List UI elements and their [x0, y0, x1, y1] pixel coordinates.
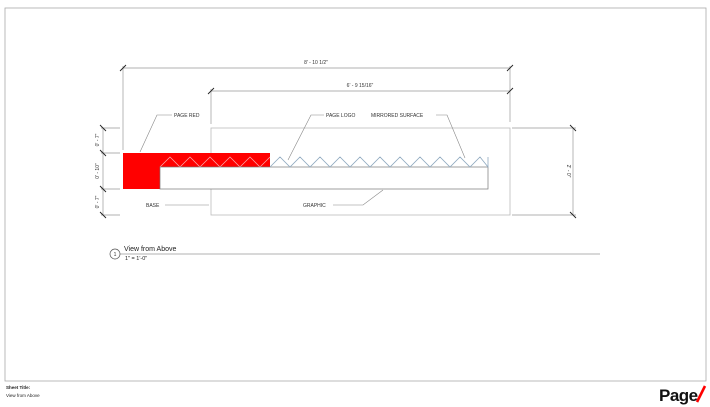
callout-graphic: GRAPHIC — [303, 189, 384, 209]
page-logo-label: PAGE LOGO — [326, 113, 355, 119]
left-top-label: 0' - 7" — [95, 133, 101, 146]
left-middle-label: 0' - 10" — [95, 163, 101, 179]
sheet-title-value: View from Above — [6, 393, 40, 398]
dimension-left-stack: 0' - 7" 0' - 10" 0' - 7" — [95, 124, 120, 219]
base-label: BASE — [146, 203, 160, 209]
sheet-title-label: Sheet Title: — [6, 385, 31, 390]
height-label: 2' - 0" — [565, 165, 571, 178]
svg-text:Page: Page — [659, 386, 698, 405]
dimension-inner-width: 6' - 9 15/16" — [207, 83, 514, 124]
view-number: 1 — [114, 252, 117, 258]
page-red-label: PAGE RED — [174, 113, 200, 119]
red-logo-zigzag — [159, 156, 271, 168]
callout-base: BASE — [146, 203, 209, 209]
page-red-block — [123, 153, 160, 189]
page-logo: Page — [659, 385, 707, 405]
view-title: 1 View from Above 1" = 1'-0" — [109, 246, 600, 262]
graphic-label: GRAPHIC — [303, 203, 326, 209]
dimension-overall-width: 8' - 10 1/2" — [119, 60, 514, 150]
page-red-strip — [160, 153, 270, 167]
left-bottom-label: 0' - 7" — [95, 195, 101, 208]
view-scale: 1" = 1'-0" — [125, 256, 147, 262]
callout-mirrored-surface: MIRRORED SURFACE — [371, 113, 466, 159]
sheet-border — [4, 7, 707, 382]
view-name: View from Above — [124, 246, 177, 253]
graphic-bar — [159, 166, 489, 190]
callout-page-logo: PAGE LOGO — [287, 113, 355, 161]
mirrored-surface-label: MIRRORED SURFACE — [371, 113, 424, 119]
inner-width-label: 6' - 9 15/16" — [347, 83, 374, 89]
overall-width-label: 8' - 10 1/2" — [304, 60, 328, 66]
mirrored-logo-zigzag — [269, 156, 489, 169]
dimension-height: 2' - 0" — [512, 124, 577, 219]
callout-page-red: PAGE RED — [139, 113, 200, 153]
